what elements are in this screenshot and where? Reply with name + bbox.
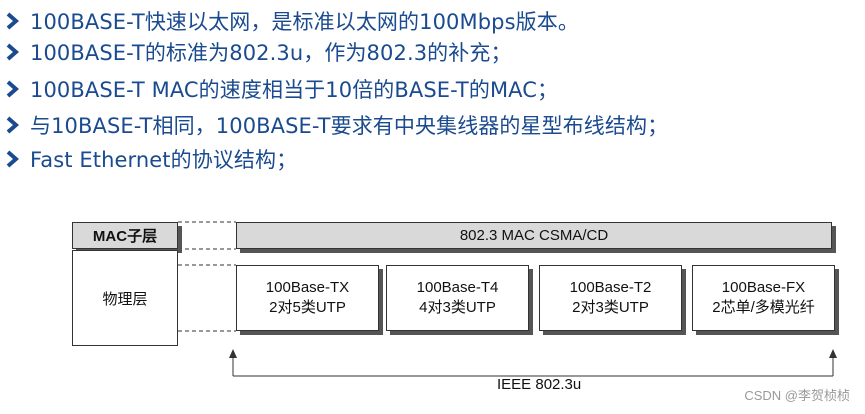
phy-option-name: 100Base-TX: [265, 279, 350, 296]
mac-layer-label: MAC子层: [72, 222, 178, 249]
watermark: CSDN @李贺桢桢: [744, 388, 850, 403]
phy-option-media: 2对5类UTP: [269, 299, 346, 316]
phy-option-box: 100Base-TX 2对5类UTP: [236, 265, 379, 331]
mac-protocol-bar: 802.3 MAC CSMA/CD: [236, 222, 832, 249]
standard-label: IEEE 802.3u: [497, 376, 582, 393]
phy-option-box: 100Base-FX 2芯单/多模光纤: [692, 265, 835, 331]
phy-option-box: 100Base-T4 4对3类UTP: [386, 265, 529, 331]
chevron-right-icon: [6, 43, 19, 61]
phy-option-media: 4对3类UTP: [419, 299, 496, 316]
bullet-text: 与10BASE-T相同，100BASE-T要求有中央集线器的星型布线结构；: [30, 114, 669, 138]
bullet-text: 100BASE-T的标准为802.3u，作为802.3的补充；: [30, 41, 512, 65]
phy-option-media: 2对3类UTP: [572, 299, 649, 316]
phy-option-box: 100Base-T2 2对3类UTP: [539, 265, 682, 331]
bullet-text: 100BASE-T快速以太网，是标准以太网的100Mbps版本。: [30, 10, 579, 34]
chevron-right-icon: [6, 150, 19, 168]
chevron-right-icon: [6, 80, 19, 98]
phy-option-name: 100Base-FX: [721, 279, 806, 296]
phy-option-media: 2芯单/多模光纤: [712, 299, 815, 316]
bullet-text: Fast Ethernet的协议结构；: [30, 148, 298, 172]
chevron-right-icon: [6, 116, 19, 134]
bullet-text: 100BASE-T MAC的速度相当于10倍的BASE-T的MAC；: [30, 78, 559, 102]
physical-layer-label: 物理层: [72, 250, 178, 346]
phy-option-name: 100Base-T2: [569, 279, 652, 296]
chevron-right-icon: [6, 12, 19, 30]
phy-option-name: 100Base-T4: [416, 279, 499, 296]
